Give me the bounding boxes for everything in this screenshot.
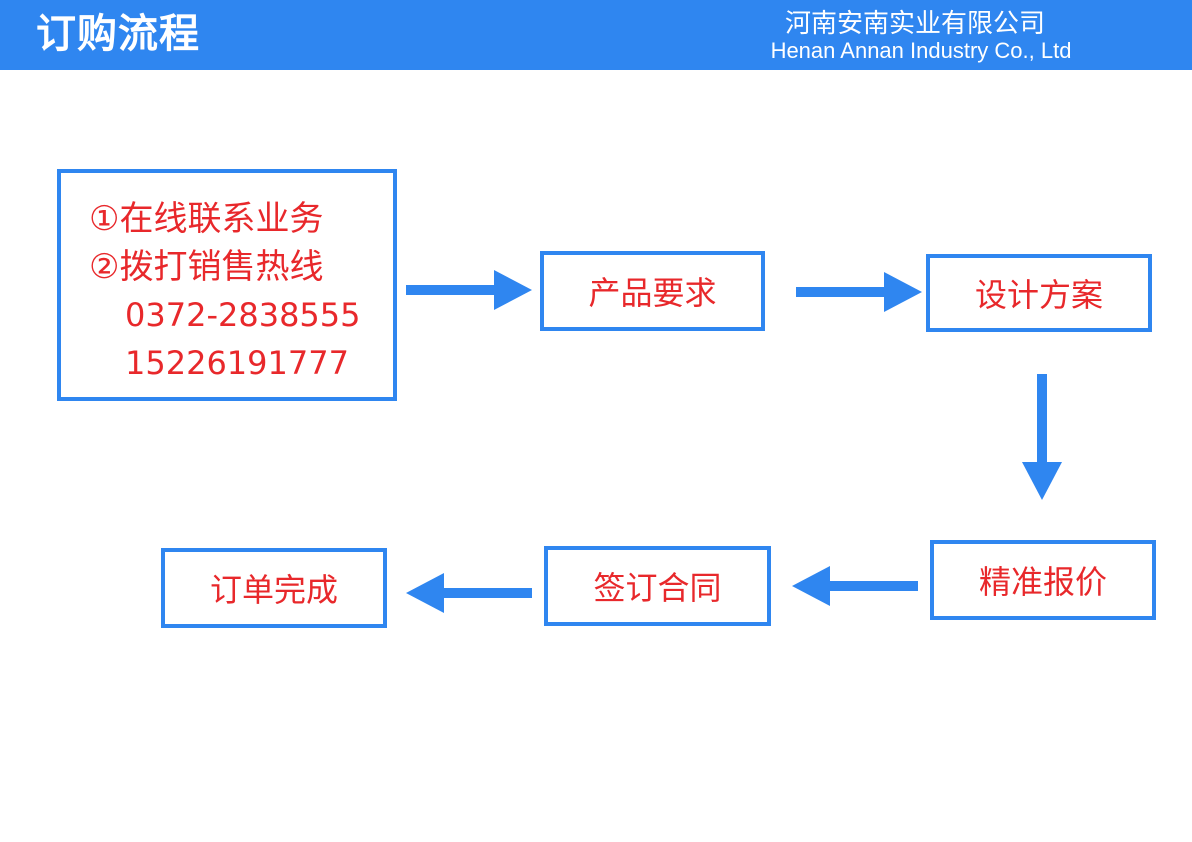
step-label: 设计方案 — [974, 276, 1103, 314]
arrow-left-1 — [792, 566, 918, 606]
contact-hotline: ②拨打销售热线 — [89, 247, 324, 287]
page-title: 订购流程 — [36, 11, 200, 57]
step-product-requirements: 产品要求 — [540, 251, 765, 331]
phone-number-2: 15226191777 — [125, 344, 349, 382]
arrow-left-2 — [406, 573, 532, 613]
step-label: 订单完成 — [209, 571, 338, 609]
contact-online: ①在线联系业务 — [89, 199, 324, 239]
company-name-en: Henan Annan Industry Co., Ltd — [770, 38, 1072, 63]
header-bar: 订购流程 河南安南实业有限公司 Henan Annan Industry Co.… — [0, 0, 1192, 70]
contact-box: ①在线联系业务 ②拨打销售热线 0372-2838555 15226191777 — [57, 169, 397, 401]
step-precise-quote: 精准报价 — [930, 540, 1156, 620]
step-design-plan: 设计方案 — [926, 254, 1152, 332]
arrow-down — [1022, 374, 1062, 500]
company-name-cn: 河南安南实业有限公司 — [784, 9, 1045, 39]
phone-number-1: 0372-2838555 — [125, 296, 361, 334]
step-label: 产品要求 — [588, 274, 717, 312]
step-sign-contract: 签订合同 — [544, 546, 771, 626]
arrow-right-1 — [406, 270, 532, 310]
step-label: 精准报价 — [978, 563, 1107, 601]
arrow-right-2 — [796, 272, 922, 312]
step-label: 签订合同 — [593, 569, 722, 607]
step-order-complete: 订单完成 — [161, 548, 387, 628]
